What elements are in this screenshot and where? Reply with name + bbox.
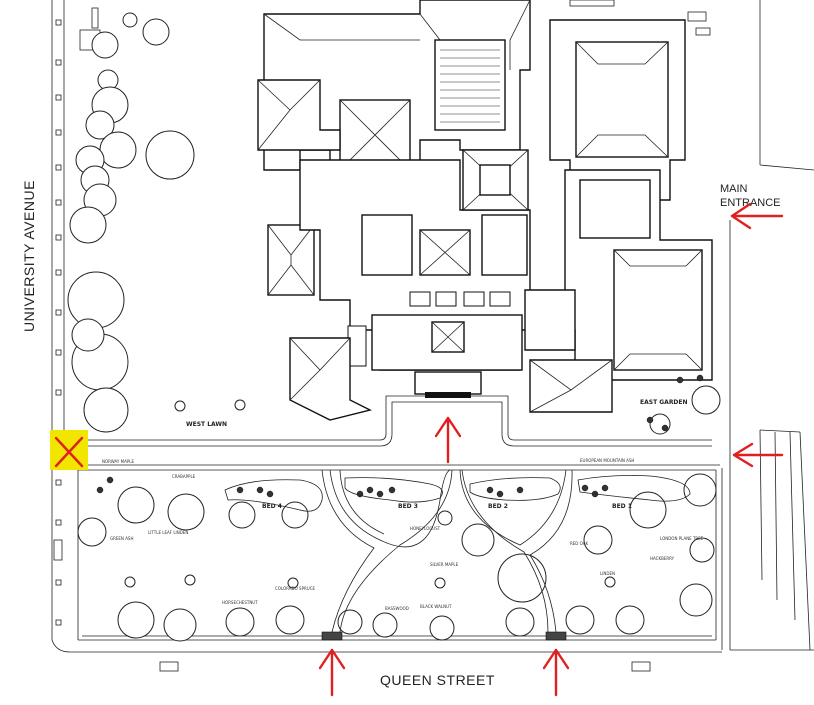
arrow-icon <box>730 202 784 230</box>
x-icon <box>54 436 84 468</box>
west-lawn-trees <box>67 12 246 433</box>
plant-label: HONEYLOCUST <box>410 526 441 531</box>
plant-label: LITTLE LEAF LINDEN <box>148 530 188 535</box>
plant-label: BLACK WALNUT <box>420 604 452 609</box>
university-avenue-label: UNIVERSITY AVENUE <box>21 180 37 332</box>
plant-label: COLORADO SPRUCE <box>275 586 315 591</box>
bed-1-label: BED 1 <box>612 503 632 510</box>
plant-label: LONDON PLANE TREE <box>660 536 704 541</box>
plant-label: LINDEN <box>600 571 615 576</box>
entrance-arrows <box>318 202 784 697</box>
plant-label: HORSECHESTNUT <box>222 600 258 605</box>
small-objects <box>159 0 711 672</box>
arrow-icon <box>318 648 346 697</box>
bed-2-label: BED 2 <box>488 503 508 510</box>
plant-label: BASSWOOD <box>385 606 409 611</box>
main-entrance-line1: MAIN <box>720 183 748 195</box>
plant-label: CRABAPPLE <box>172 474 196 479</box>
east-garden-label: EAST GARDEN <box>640 399 688 406</box>
plant-labels: NORWAY MAPLE CRABAPPLE GREEN ASH LITTLE … <box>102 458 704 611</box>
plant-label: SILVER MAPLE <box>430 562 459 567</box>
bed-4-label: BED 4 <box>262 503 282 510</box>
garden-paths <box>224 469 691 641</box>
fence-posts <box>53 7 101 626</box>
plant-label: HACKBERRY <box>650 556 675 561</box>
plant-label: RED OAK <box>570 541 588 546</box>
plant-label: EUROPEAN MOUNTAIN ASH <box>580 458 634 463</box>
west-lawn-label: WEST LAWN <box>186 421 227 428</box>
main-building <box>257 0 713 421</box>
queen-street-label: QUEEN STREET <box>380 672 495 688</box>
arrow-icon <box>542 648 570 697</box>
front-garden-trees <box>77 385 721 642</box>
arrow-icon <box>732 442 784 468</box>
arrow-icon <box>434 416 462 464</box>
closed-entrance-marker <box>50 430 88 470</box>
bed-3-label: BED 3 <box>398 503 418 510</box>
highlight-box <box>50 430 88 470</box>
plant-label: NORWAY MAPLE <box>102 459 134 464</box>
plant-label: GREEN ASH <box>110 536 133 541</box>
